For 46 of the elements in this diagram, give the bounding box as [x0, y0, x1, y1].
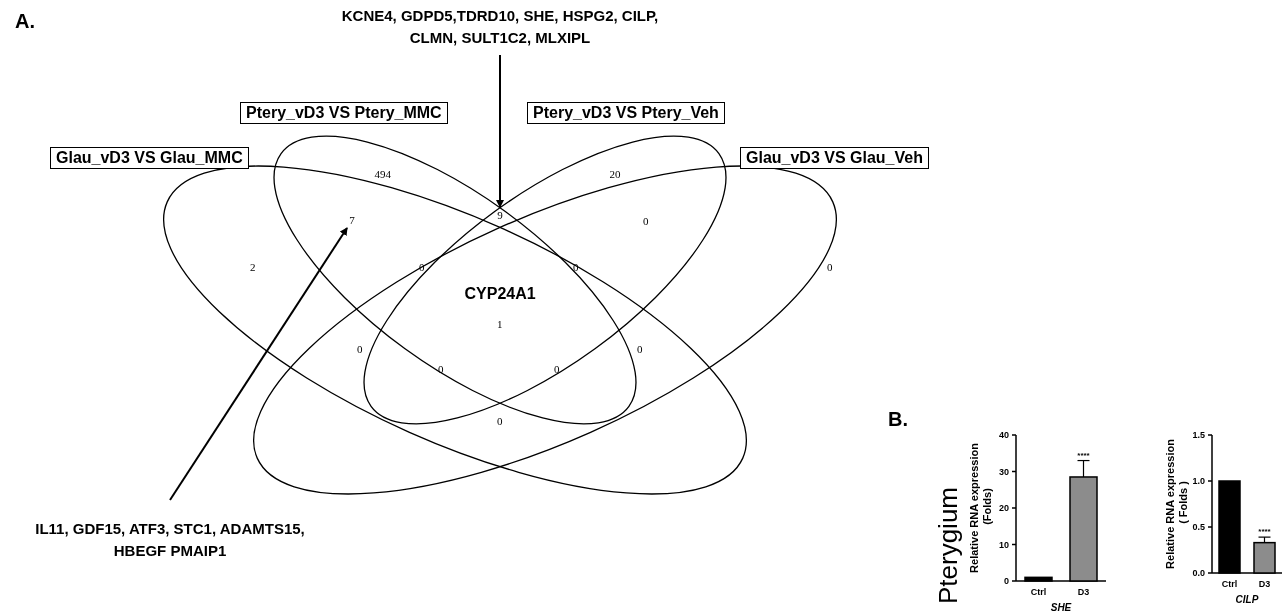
region-count: 0 [554, 363, 560, 375]
category-label: Ctrl [1221, 579, 1238, 589]
row-label: Pterygium [932, 486, 964, 604]
region-count: 0 [827, 261, 833, 273]
region-count: 0 [573, 261, 579, 273]
region-count: 9 [492, 209, 508, 221]
region-count: 7 [345, 214, 359, 226]
gene-list: KCNE4, GDPD5,TDRD10, SHE, HSPG2, CILP, CLMN, SULT1C2, MLXIPL [330, 5, 670, 49]
region-count: 0 [643, 215, 649, 227]
axis-title: Relative RNA expression (Folds) [968, 443, 993, 573]
panel-letter: A. [15, 10, 35, 33]
region-count: 1 [497, 318, 503, 330]
tick-label: 0 [1004, 576, 1009, 586]
arrow [169, 227, 348, 501]
region-count: 0 [637, 343, 643, 355]
set-label: Ptery_vD3 VS Ptery_MMC [240, 102, 448, 124]
region-count: 2 [250, 261, 256, 273]
tick-label: 1.0 [1192, 476, 1205, 486]
set-label: Ptery_vD3 VS Ptery_Veh [527, 102, 725, 124]
tick-label: 0.0 [1192, 568, 1205, 578]
category-label: Ctrl [1030, 587, 1047, 597]
region-count: 0 [419, 261, 425, 273]
region-count: 0 [438, 363, 444, 375]
tick-label: 30 [999, 466, 1009, 477]
arrow [496, 54, 504, 208]
region-count: 0 [497, 415, 503, 427]
tick-label: 20 [999, 503, 1009, 513]
set-label: Glau_vD3 VS Glau_Veh [740, 147, 929, 169]
tick-label: 40 [999, 430, 1009, 440]
category-label: D3 [1258, 579, 1271, 589]
panel-letter: B. [888, 408, 908, 431]
tick-label: 10 [999, 539, 1009, 550]
set-label: Glau_vD3 VS Glau_MMC [50, 147, 249, 169]
significance-mark: **** [1077, 450, 1090, 460]
tick-label: 0.5 [1192, 522, 1205, 532]
region-count: 0 [357, 343, 363, 355]
tick-label: 1.5 [1192, 430, 1205, 440]
axis-title: CILP [1235, 594, 1259, 605]
axis-title: SHE [1050, 602, 1072, 613]
gene-name: CYP24A1 [464, 285, 536, 303]
category-label: D3 [1077, 587, 1090, 597]
axis-title: Relative RNA expression ( Folds ) [1164, 439, 1189, 569]
region-count: 20 [609, 168, 621, 180]
region-count: 494 [374, 168, 391, 180]
significance-mark: **** [1258, 527, 1271, 537]
gene-list: IL11, GDF15, ATF3, STC1, ADAMTS15, HBEGF PMAIP1 [20, 518, 320, 562]
